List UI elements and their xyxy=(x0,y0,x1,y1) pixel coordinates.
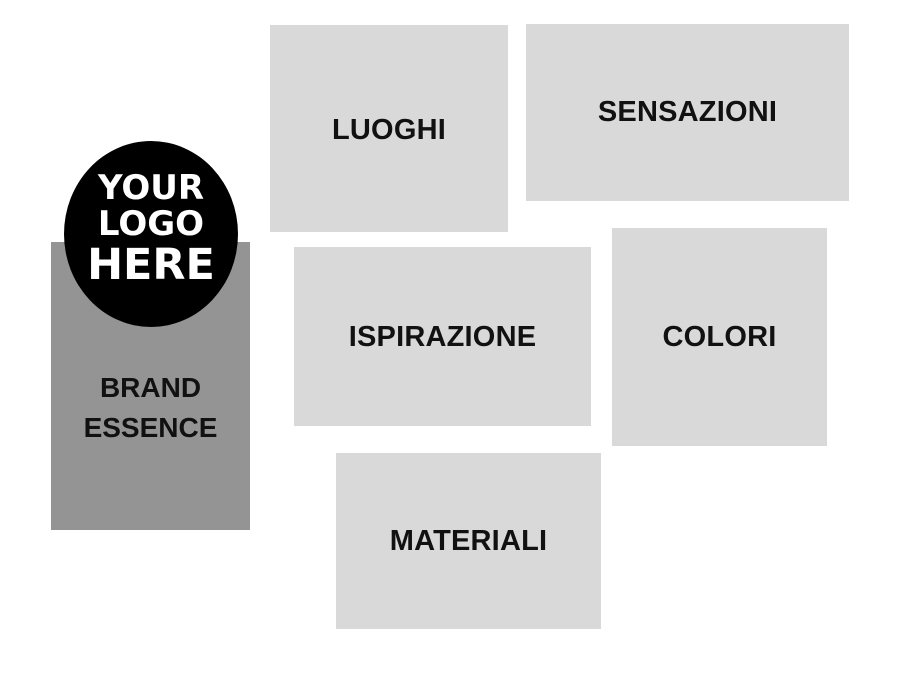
logo-line-1: YOUR xyxy=(97,168,205,208)
luoghi-box: LUOGHI xyxy=(270,25,508,232)
sensazioni-label: SENSAZIONI xyxy=(597,96,778,128)
luoghi-label: LUOGHI xyxy=(332,114,446,146)
brand-essence-line-2: ESSENCE xyxy=(83,412,218,443)
materiali-box: MATERIALI xyxy=(336,453,601,629)
logo-placeholder-text: YOUR LOGO HERE xyxy=(64,170,238,288)
logo-line-3: HERE xyxy=(87,240,215,290)
materiali-label: MATERIALI xyxy=(389,524,548,557)
colori-label: COLORI xyxy=(662,320,777,353)
logo-placeholder xyxy=(64,141,238,327)
logo-line-2: LOGO xyxy=(97,204,205,244)
colori-box: COLORI xyxy=(612,228,827,446)
ispirazione-label: ISPIRAZIONE xyxy=(348,321,537,353)
sensazioni-box: SENSAZIONI xyxy=(526,24,849,201)
brand-essence-label: BRAND ESSENCE xyxy=(51,368,250,448)
brand-essence-line-1: BRAND xyxy=(99,372,202,403)
ispirazione-box: ISPIRAZIONE xyxy=(294,247,591,426)
